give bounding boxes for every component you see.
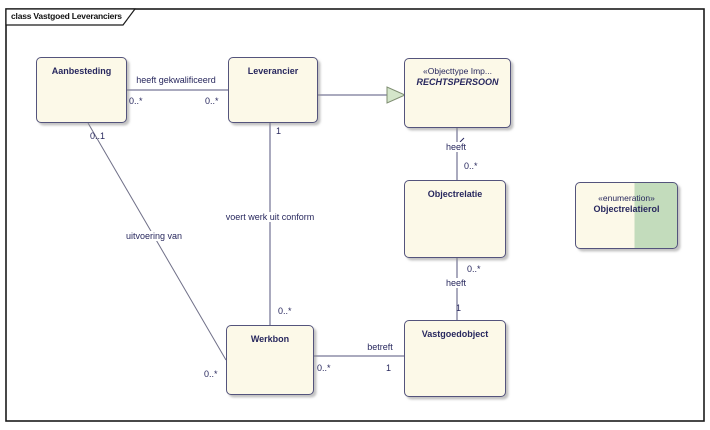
enumeration-objectrelatierol[interactable]: «enumeration» Objectrelatierol	[575, 182, 678, 249]
multiplicity: 1	[456, 303, 462, 313]
enumeration-stereotype: «enumeration»	[598, 193, 655, 203]
class-objectrelatie[interactable]: Objectrelatie	[404, 180, 506, 258]
class-leverancier[interactable]: Leverancier	[228, 57, 318, 123]
enumeration-name: Objectrelatierol	[593, 204, 660, 214]
class-werkbon[interactable]: Werkbon	[226, 325, 314, 395]
class-vastgoedobject[interactable]: Vastgoedobject	[404, 320, 506, 397]
association-label-heeft-vastgoedobject: heeft	[443, 278, 469, 288]
multiplicity: 0..*	[129, 96, 143, 106]
association-label-uitvoering-van: uitvoering van	[123, 231, 185, 241]
class-stereotype: «Objecttype Imp...	[423, 66, 492, 76]
class-name: Vastgoedobject	[421, 329, 489, 339]
frame-title-tab	[5, 8, 137, 26]
class-name: RECHTSPERSOON	[416, 77, 499, 87]
class-aanbesteding[interactable]: Aanbesteding	[36, 57, 127, 123]
class-name: Leverancier	[247, 66, 299, 76]
class-name: Objectrelatie	[427, 189, 483, 199]
multiplicity: 1	[386, 363, 392, 373]
multiplicity: 1	[276, 126, 282, 136]
multiplicity: 0..*	[317, 363, 331, 373]
multiplicity: 0..*	[204, 369, 218, 379]
multiplicity: 0..*	[278, 306, 292, 316]
association-label-heeft-gekwalificeerd: heeft gekwalificeerd	[136, 75, 216, 85]
direction-indicator-icon	[459, 137, 465, 143]
class-name: Aanbesteding	[51, 66, 112, 76]
multiplicity: 0..*	[467, 264, 481, 274]
multiplicity: 0..*	[205, 96, 219, 106]
association-uitvoering-van-line	[87, 122, 227, 361]
multiplicity: 0..*	[464, 161, 478, 171]
association-label-voert-werk-uit-conform: voert werk uit conform	[223, 212, 317, 222]
association-label-betreft: betreft	[367, 342, 393, 352]
diagram-frame	[5, 8, 705, 422]
multiplicity: 0..1	[90, 131, 106, 141]
diagram-title: class Vastgoed Leveranciers	[11, 11, 122, 21]
class-rechtspersoon[interactable]: «Objecttype Imp... RECHTSPERSOON	[404, 58, 511, 128]
generalization-arrowhead-icon	[386, 86, 407, 104]
class-name: Werkbon	[250, 334, 290, 344]
association-label-heeft-rechtspersoon: heeft	[443, 142, 469, 152]
